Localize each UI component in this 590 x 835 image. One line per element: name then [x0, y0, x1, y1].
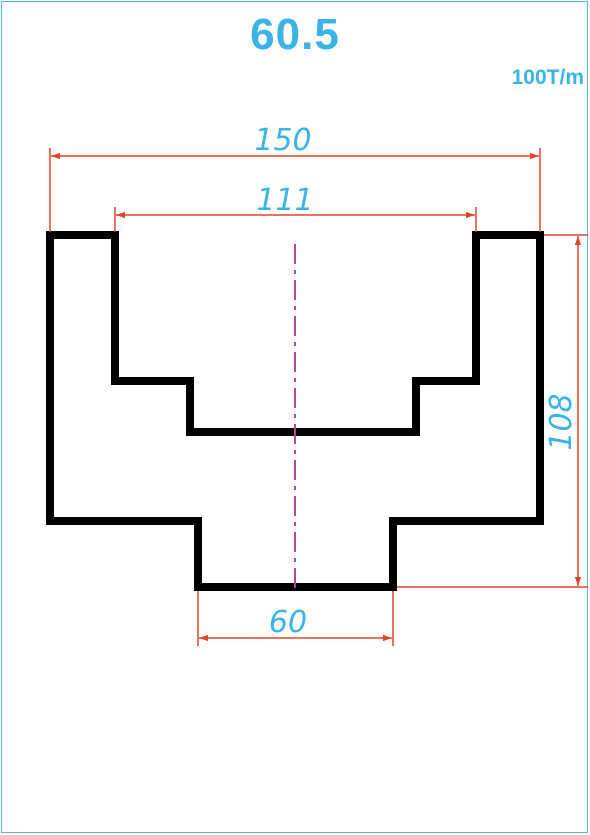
dimension-tip-width: 60 — [197, 591, 394, 646]
die-model-title: 60.5 — [250, 10, 340, 59]
dimension-inner-width: 111 — [114, 183, 477, 232]
tip-width-label: 60 — [269, 605, 307, 640]
inner-width-label: 111 — [256, 183, 313, 218]
dimension-overall-width: 150 — [49, 123, 541, 232]
die-profile-outline — [46, 231, 544, 591]
height-label: 108 — [544, 393, 579, 450]
overall-width-label: 150 — [254, 123, 311, 158]
dimension-height: 108 — [397, 234, 588, 588]
tonnage-rating: 100T/m — [511, 66, 584, 89]
